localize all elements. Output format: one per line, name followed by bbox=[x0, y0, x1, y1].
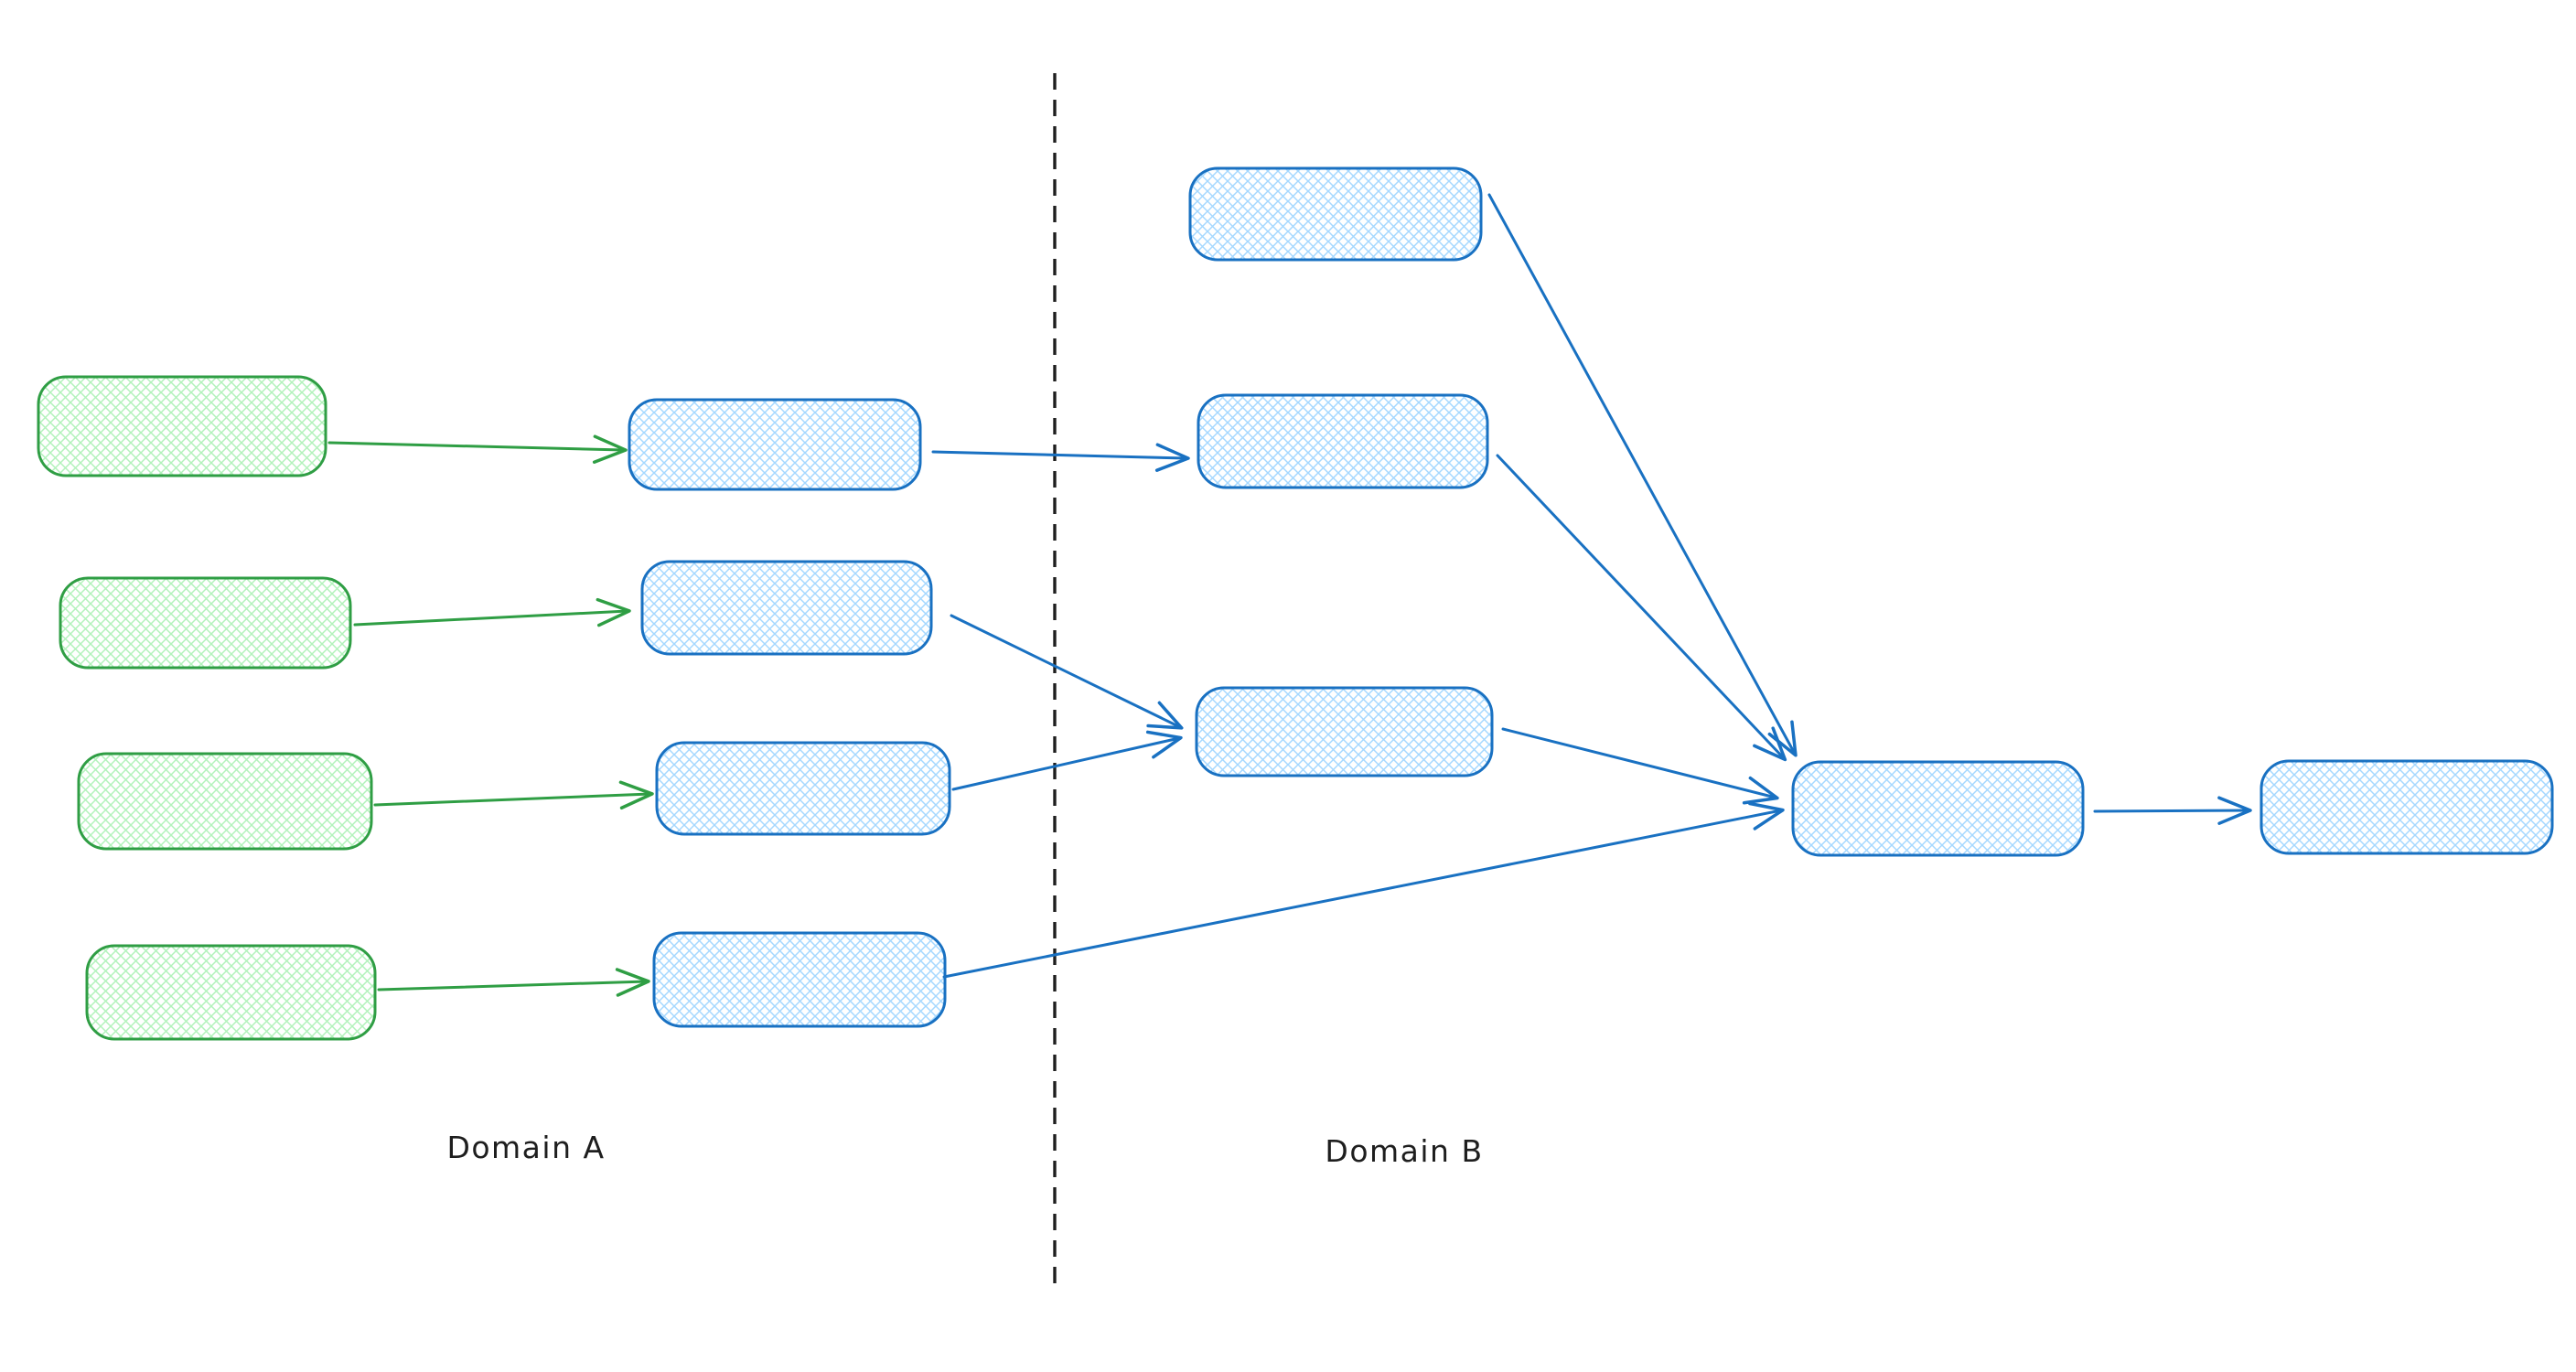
domain-b-label: Domain B bbox=[1325, 1133, 1483, 1169]
edge-blue-merge-to-blue-final bbox=[2093, 796, 2252, 825]
edge-blue-a4-to-blue-merge bbox=[942, 801, 1785, 979]
edge-green-2-to-blue-a2 bbox=[353, 597, 631, 627]
domain-a-label: Domain A bbox=[446, 1130, 605, 1165]
edge-blue-a3-to-blue-b3 bbox=[951, 730, 1183, 791]
node-blue-b1 bbox=[1188, 166, 1483, 262]
node-green-1 bbox=[37, 375, 327, 477]
edge-blue-a2-to-blue-b3 bbox=[950, 614, 1184, 730]
node-blue-a4 bbox=[652, 931, 947, 1028]
node-blue-b2 bbox=[1197, 393, 1489, 489]
edge-green-3-to-blue-a3 bbox=[373, 780, 654, 810]
edge-blue-b3-to-blue-merge bbox=[1501, 727, 1779, 805]
edge-green-4-to-blue-a4 bbox=[377, 968, 650, 997]
node-blue-a2 bbox=[640, 560, 933, 656]
node-blue-a1 bbox=[628, 398, 922, 491]
node-blue-final bbox=[2259, 759, 2554, 855]
edge-green-1-to-blue-a1 bbox=[327, 434, 628, 464]
node-green-4 bbox=[85, 944, 377, 1041]
node-blue-b3 bbox=[1195, 686, 1494, 777]
edge-blue-b1-to-blue-merge bbox=[1487, 193, 1798, 757]
node-green-3 bbox=[77, 752, 373, 851]
node-blue-a3 bbox=[655, 741, 951, 836]
node-blue-merge bbox=[1791, 760, 2085, 857]
edge-blue-a1-to-blue-b2 bbox=[931, 443, 1190, 472]
node-green-2 bbox=[59, 576, 352, 670]
edge-blue-b2-to-blue-merge bbox=[1496, 454, 1787, 762]
